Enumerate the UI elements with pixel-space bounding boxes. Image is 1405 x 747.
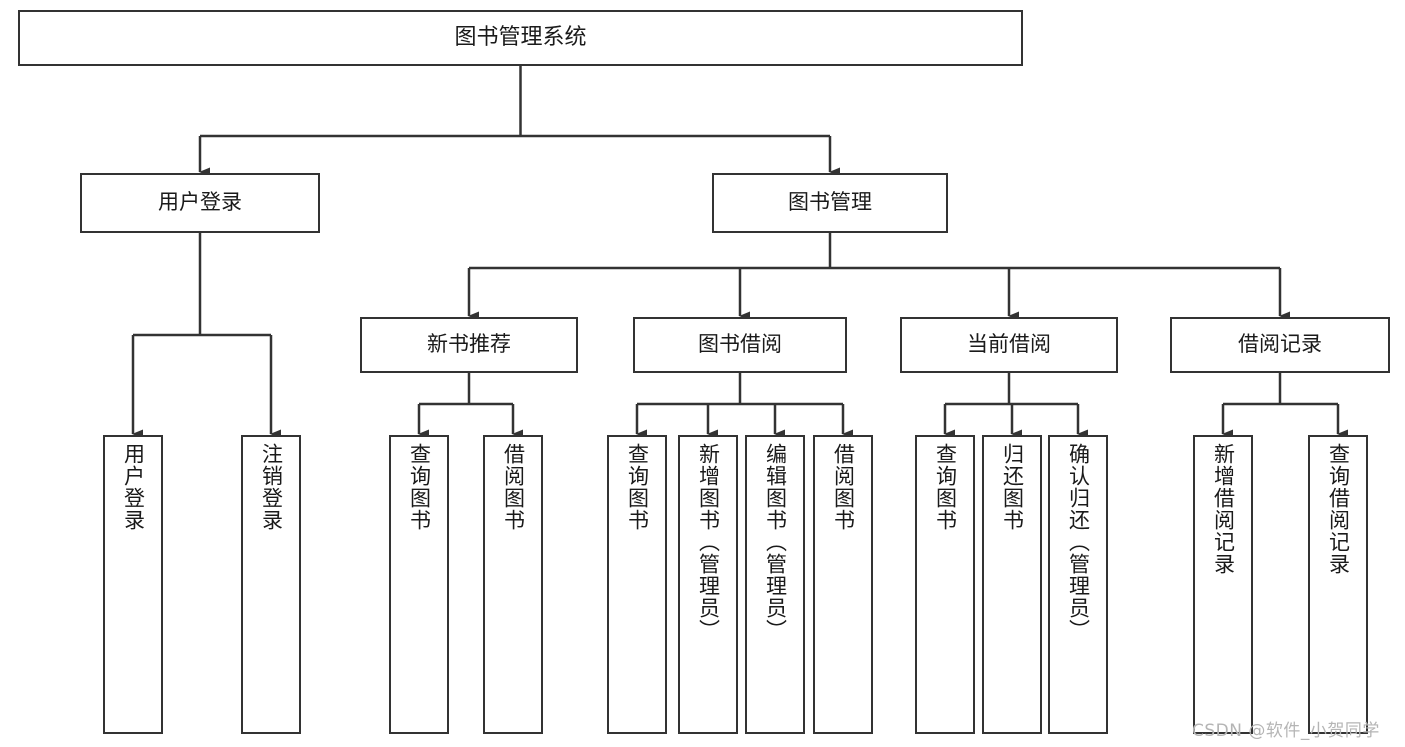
node-leaf-cur-2[interactable]: 归还图书: [982, 435, 1042, 734]
node-leaf-login-1[interactable]: 用户登录: [103, 435, 163, 734]
node-label-leaf-bor-4: 借阅图书: [831, 443, 856, 531]
node-label-login: 用户登录: [158, 190, 242, 215]
node-leaf-bor-2[interactable]: 新增图书（管理员）: [678, 435, 738, 734]
node-label-leaf-bor-3: 编辑图书（管理员）: [763, 443, 788, 641]
node-leaf-bor-1[interactable]: 查询图书: [607, 435, 667, 734]
node-records[interactable]: 借阅记录: [1170, 317, 1390, 373]
node-newrec[interactable]: 新书推荐: [360, 317, 578, 373]
node-leaf-bor-4[interactable]: 借阅图书: [813, 435, 873, 734]
node-label-root: 图书管理系统: [454, 24, 587, 50]
node-leaf-login-2[interactable]: 注销登录: [241, 435, 301, 734]
node-label-leaf-cur-3: 确认归还（管理员）: [1066, 443, 1091, 641]
node-label-leaf-new-2: 借阅图书: [501, 443, 526, 531]
node-current[interactable]: 当前借阅: [900, 317, 1118, 373]
node-label-leaf-cur-2: 归还图书: [1000, 443, 1025, 531]
node-label-newrec: 新书推荐: [427, 332, 511, 357]
node-borrow[interactable]: 图书借阅: [633, 317, 847, 373]
node-leaf-rec-1[interactable]: 新增借阅记录: [1193, 435, 1253, 734]
node-root[interactable]: 图书管理系统: [18, 10, 1023, 66]
node-leaf-bor-3[interactable]: 编辑图书（管理员）: [745, 435, 805, 734]
node-label-leaf-rec-2: 查询借阅记录: [1326, 443, 1351, 575]
node-bookmgmt[interactable]: 图书管理: [712, 173, 948, 233]
node-label-leaf-login-2: 注销登录: [259, 443, 284, 531]
node-leaf-new-1[interactable]: 查询图书: [389, 435, 449, 734]
node-label-leaf-bor-2: 新增图书（管理员）: [696, 443, 721, 641]
node-label-leaf-cur-1: 查询图书: [933, 443, 958, 531]
node-label-leaf-bor-1: 查询图书: [625, 443, 650, 531]
node-label-leaf-login-1: 用户登录: [121, 443, 146, 531]
node-label-current: 当前借阅: [967, 332, 1051, 357]
node-label-records: 借阅记录: [1238, 332, 1322, 357]
node-leaf-cur-1[interactable]: 查询图书: [915, 435, 975, 734]
node-label-borrow: 图书借阅: [698, 332, 782, 357]
node-leaf-new-2[interactable]: 借阅图书: [483, 435, 543, 734]
node-leaf-rec-2[interactable]: 查询借阅记录: [1308, 435, 1368, 734]
node-login[interactable]: 用户登录: [80, 173, 320, 233]
node-leaf-cur-3[interactable]: 确认归还（管理员）: [1048, 435, 1108, 734]
node-label-bookmgmt: 图书管理: [788, 190, 872, 215]
node-label-leaf-rec-1: 新增借阅记录: [1211, 443, 1236, 575]
node-label-leaf-new-1: 查询图书: [407, 443, 432, 531]
